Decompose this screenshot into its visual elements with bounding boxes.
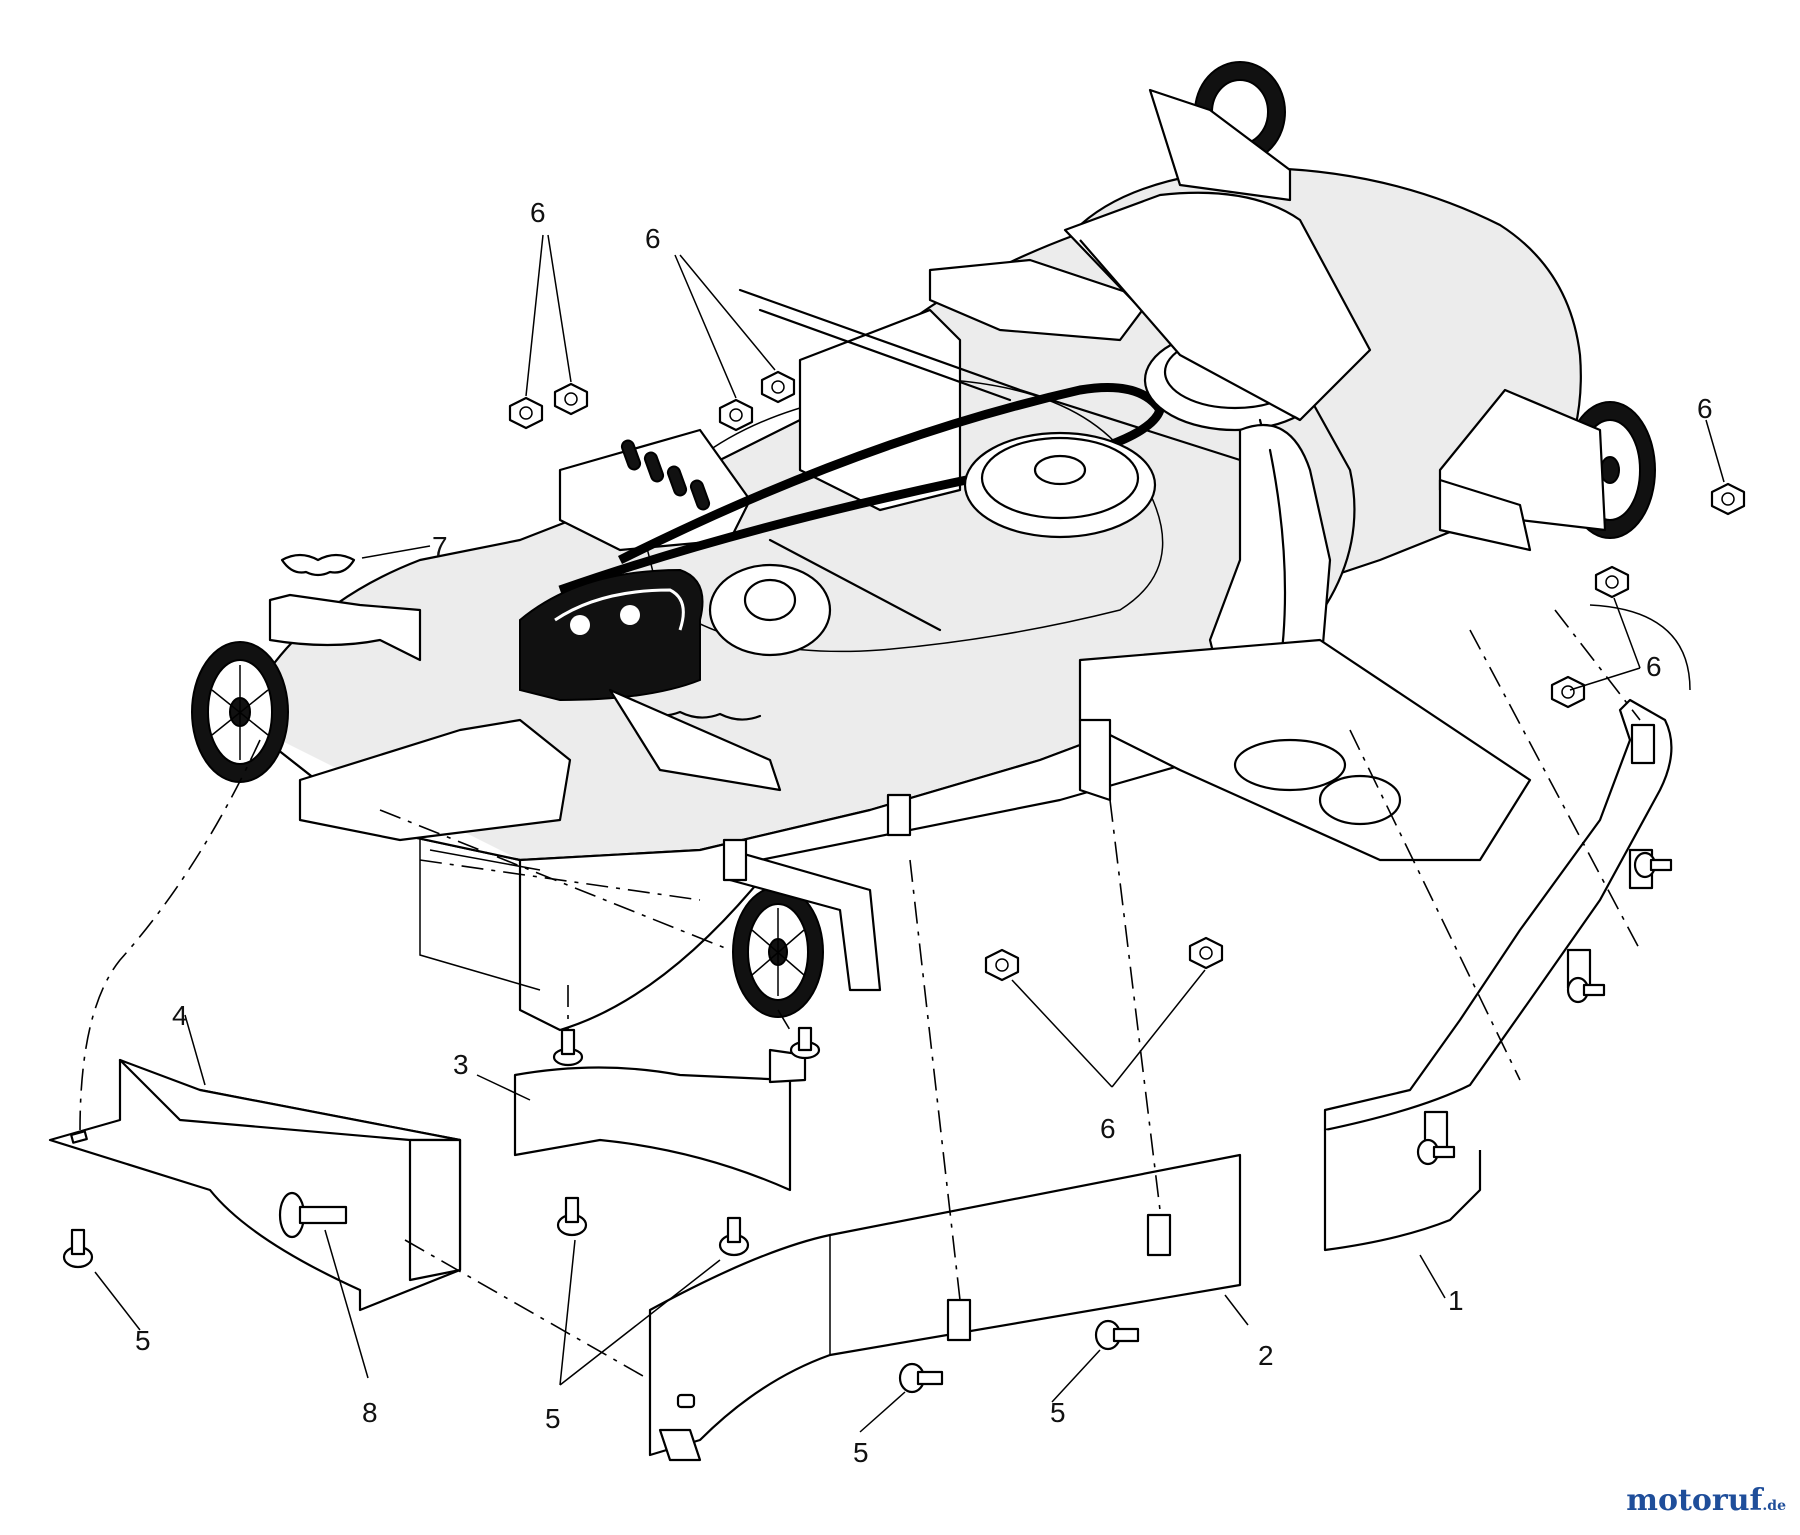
wheel-middle <box>732 886 824 1018</box>
assembly-lines <box>79 604 1691 1381</box>
bolt-icon <box>789 1026 821 1060</box>
callout-7: 7 <box>432 531 448 562</box>
nut-icon <box>1710 482 1746 516</box>
callout-5: 5 <box>135 1325 151 1356</box>
wing-nut-icon <box>280 553 356 577</box>
baffle-center <box>513 1048 807 1192</box>
leader-lines <box>94 234 1725 1433</box>
bolt-icon <box>1633 851 1673 879</box>
bolt-icon <box>556 1196 588 1237</box>
nut-icon <box>553 382 589 416</box>
callout-4: 4 <box>172 1000 188 1031</box>
baffle-long <box>648 1153 1242 1462</box>
callout-6: 6 <box>1646 651 1662 682</box>
discharge-chute <box>1063 191 1532 862</box>
baffle-left <box>48 1058 462 1312</box>
callout-3: 3 <box>453 1049 469 1080</box>
adjustment-slots <box>620 439 711 511</box>
nut-icon <box>718 398 754 432</box>
callout-5: 5 <box>545 1403 561 1434</box>
flange-nuts <box>508 370 1746 982</box>
watermark-brand: motoruf <box>1626 1483 1763 1518</box>
callout-6: 6 <box>645 223 661 254</box>
callout-6: 6 <box>1697 393 1713 424</box>
bolt-icon <box>1416 1138 1456 1166</box>
nut-icon <box>984 948 1020 982</box>
bolt-icon <box>1094 1319 1140 1351</box>
nut-icon <box>1188 936 1224 970</box>
bolt-icon <box>1566 976 1606 1004</box>
callout-6: 6 <box>530 197 546 228</box>
nut-icon <box>508 396 544 430</box>
hex-bolts <box>62 851 1673 1394</box>
nut-icon <box>1550 675 1586 709</box>
watermark-suffix: .de <box>1762 1498 1786 1514</box>
wheel-left <box>191 641 289 783</box>
callout-6: 6 <box>1100 1113 1116 1144</box>
callout-1: 1 <box>1448 1285 1464 1316</box>
bolt-icon <box>718 1216 750 1257</box>
bolt-icon <box>62 1228 94 1269</box>
callout-2: 2 <box>1258 1340 1274 1371</box>
bolt-icon <box>552 1028 584 1067</box>
bolt-icon <box>898 1362 944 1394</box>
watermark-logo: motoruf.de <box>1626 1483 1786 1518</box>
nut-icon <box>760 370 796 404</box>
callout-8: 8 <box>362 1397 378 1428</box>
callout-5: 5 <box>853 1437 869 1468</box>
callout-5: 5 <box>1050 1397 1066 1428</box>
mower-deck <box>238 166 1582 1032</box>
callout-numbers: 6 6 6 6 6 7 4 3 5 8 5 5 5 2 1 <box>135 197 1713 1468</box>
nut-icon <box>1594 565 1630 599</box>
anti-scalp-wheels <box>191 61 1656 1018</box>
shoulder-bolt-icon <box>278 1191 348 1239</box>
